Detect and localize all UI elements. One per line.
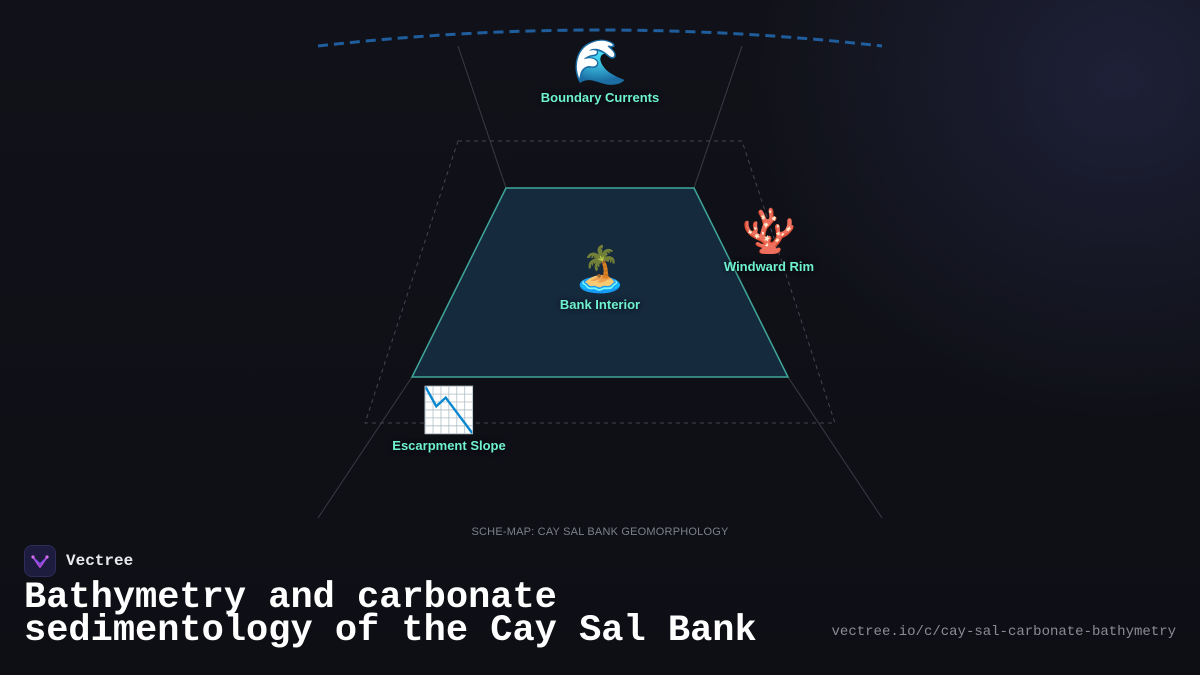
node-escarpment-slope: 📉 Escarpment Slope — [392, 386, 505, 453]
brand[interactable]: Vectree — [24, 544, 133, 578]
diagram-caption: SCHE-MAP: CAY SAL BANK GEOMORPHOLOGY — [471, 526, 729, 538]
node-windward-rim: 🪸 Windward Rim — [724, 207, 814, 274]
chart-decreasing-icon: 📉 — [421, 386, 477, 435]
perspective-line-bottom-left — [317, 376, 413, 519]
node-bank-interior: 🏝️ Bank Interior — [560, 245, 640, 312]
bank-platform — [410, 187, 790, 378]
perspective-line-top-left — [457, 45, 507, 189]
perspective-line-bottom-right — [787, 376, 883, 519]
brand-name: Vectree — [66, 552, 134, 570]
island-icon: 🏝️ — [572, 245, 628, 294]
node-label: Bank Interior — [559, 297, 641, 312]
node-label: Escarpment Slope — [392, 438, 506, 453]
page-title: Bathymetry and carbonate sedimentology o… — [24, 577, 757, 652]
wave-icon: 🌊 — [572, 38, 628, 87]
node-label: Boundary Currents — [540, 90, 660, 105]
node-label: Windward Rim — [723, 259, 815, 274]
vectree-logo-icon — [24, 545, 56, 577]
perspective-line-top-right — [693, 45, 743, 189]
page-url-link[interactable]: vectree.io/c/cay-sal-carbonate-bathymetr… — [831, 624, 1176, 640]
coral-icon: 🪸 — [741, 207, 797, 256]
boundary-current-arc — [317, 28, 883, 48]
node-boundary-currents: 🌊 Boundary Currents — [541, 38, 659, 105]
